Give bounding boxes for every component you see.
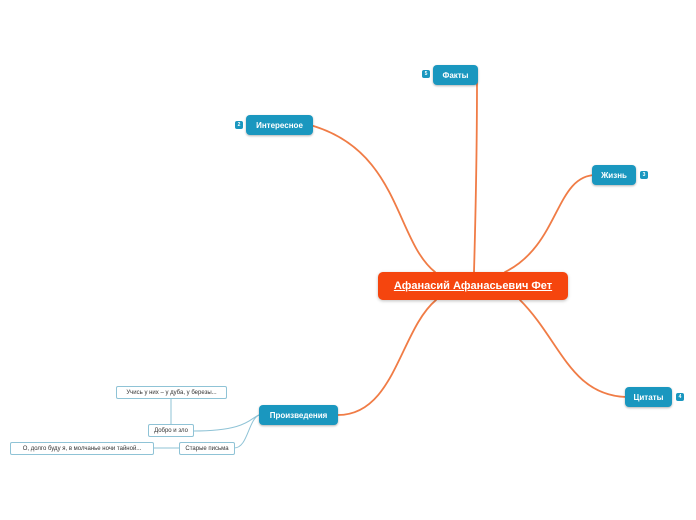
life-count-badge[interactable]: 3 — [640, 171, 648, 179]
link-quotes — [519, 299, 627, 398]
quotes-count-badge[interactable]: 4 — [676, 393, 684, 401]
topic-interesting[interactable]: Интересное — [246, 115, 313, 135]
subtopic-long-silence[interactable]: О, долго буду я, в молчанье ночи тайной.… — [10, 442, 154, 455]
facts-count-badge[interactable]: 5 — [422, 70, 430, 78]
link-works — [337, 299, 437, 416]
link-life — [504, 174, 597, 273]
link-facts — [473, 79, 478, 273]
topic-life[interactable]: Жизнь — [592, 165, 636, 185]
subtopic-learn-from-them[interactable]: Учись у них – у дуба, у березы... — [116, 386, 227, 399]
interesting-count-badge[interactable]: 2 — [235, 121, 243, 129]
central-topic[interactable]: Афанасий Афанасьевич Фет — [378, 272, 568, 300]
subtopic-old-letters[interactable]: Старые письма — [179, 442, 235, 455]
subtopic-good-and-evil[interactable]: Добро и зло — [148, 424, 194, 437]
topic-quotes[interactable]: Цитаты — [625, 387, 672, 407]
link-old-letters — [233, 414, 260, 449]
topic-facts[interactable]: Факты — [433, 65, 478, 85]
link-interesting — [309, 124, 436, 273]
topic-works[interactable]: Произведения — [259, 405, 338, 425]
